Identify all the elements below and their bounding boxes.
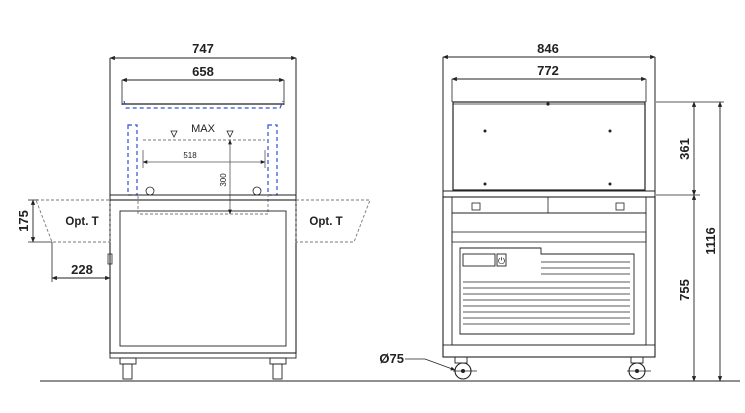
side-left-wheel bbox=[453, 356, 477, 380]
front-panel bbox=[119, 210, 287, 347]
dim-228-label: 228 bbox=[71, 262, 93, 277]
side-counter-top bbox=[442, 190, 656, 198]
power-icon: ⏻ bbox=[498, 256, 505, 266]
side-view: 846 772 ⏻ bbox=[379, 41, 724, 382]
right-shelf-label: Opt. T bbox=[309, 216, 342, 228]
vent-grille bbox=[459, 247, 635, 335]
dim-1116-label: 1116 bbox=[703, 227, 718, 255]
dim-846-label: 846 bbox=[537, 41, 559, 56]
dim-518-label: 518 bbox=[183, 151, 197, 160]
control-panel bbox=[462, 253, 496, 267]
front-right-wheel bbox=[269, 357, 287, 380]
dim-658-label: 658 bbox=[192, 64, 214, 79]
dim-175-label: 175 bbox=[16, 210, 31, 232]
vent-slats bbox=[463, 261, 630, 325]
max-label: MAX bbox=[191, 123, 216, 135]
hidden-right-support bbox=[267, 124, 278, 196]
hidden-top-edge bbox=[123, 100, 284, 109]
left-shelf-label: Opt. T bbox=[65, 216, 98, 228]
side-cabinet bbox=[442, 196, 656, 358]
dim-772-label: 772 bbox=[537, 63, 559, 78]
dim-361-label: 361 bbox=[677, 138, 692, 160]
side-right-wheel bbox=[627, 356, 651, 380]
dim-300-label: 300 bbox=[219, 173, 228, 187]
hidden-basin bbox=[137, 196, 269, 215]
side-glass-panel bbox=[452, 101, 646, 191]
front-view: 747 658 MAX 518 300 bbox=[16, 41, 371, 380]
dim-755-label: 755 bbox=[677, 279, 692, 301]
front-left-wheel bbox=[119, 357, 137, 380]
hidden-left-support bbox=[127, 124, 138, 196]
left-shelf-outline bbox=[35, 199, 111, 243]
right-shelf-outline bbox=[295, 199, 371, 243]
dim-747-label: 747 bbox=[192, 41, 214, 56]
dim-wheel-label: Ø75 bbox=[379, 351, 404, 366]
front-cabinet bbox=[109, 199, 297, 354]
